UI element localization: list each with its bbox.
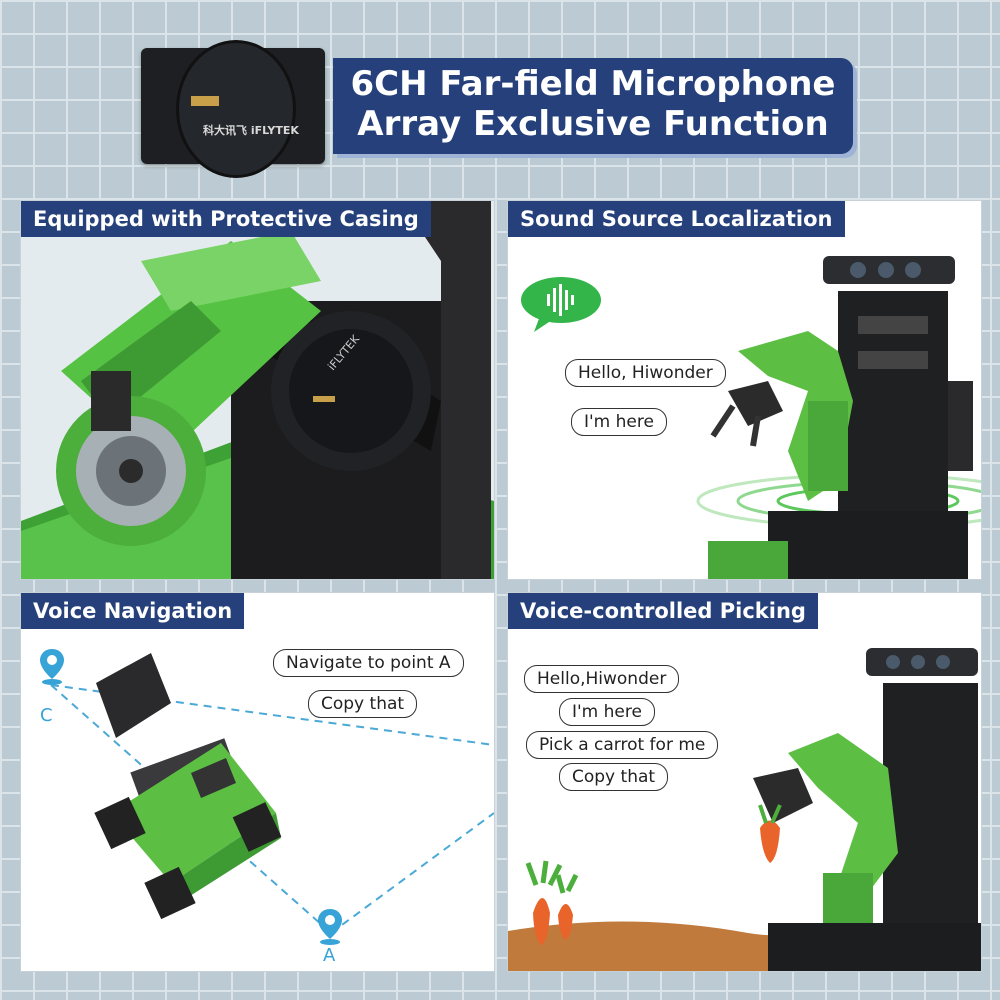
title-line-1: 6CH Far-field Microphone [350, 64, 836, 104]
panel-label-picking: Voice-controlled Picking [508, 593, 818, 629]
panel-voice-picking: Hello,Hiwonder I'm here Pick a carrot fo… [507, 592, 982, 972]
mic-brand-logo: 科大讯飞 iFLYTEK [203, 124, 299, 137]
point-c-label: C [40, 705, 53, 726]
robot-arm-closeup-image: iFLYTEK [21, 201, 494, 579]
point-a-label: A [323, 945, 336, 966]
speech-bubble-im-here: I'm here [571, 408, 667, 436]
navigation-scene-image [50, 653, 494, 934]
panel-label-navigation: Voice Navigation [21, 593, 245, 629]
microphone-array-image: 科大讯飞 iFLYTEK [141, 40, 325, 178]
header: 科大讯飞 iFLYTEK 6CH Far-field Microphone Ar… [141, 20, 857, 178]
sound-localization-scene-image [696, 256, 981, 579]
panel-voice-navigation: C A Navigate to point A Copy that Voice … [20, 592, 495, 972]
voice-chat-icon [520, 276, 602, 332]
panel-label-localization: Sound Source Localization [508, 201, 845, 237]
panel-sound-localization: Hello, Hiwonder I'm here Sound Source Lo… [507, 200, 982, 580]
location-pin-c-icon [38, 647, 66, 685]
speech-bubble-navigate: Navigate to point A [273, 649, 464, 677]
speech-bubble-pick-carrot: Pick a carrot for me [526, 731, 719, 759]
speech-bubble-copy-that: Copy that [559, 763, 669, 791]
location-pin-a-icon [316, 907, 344, 945]
speech-bubble-hello: Hello, Hiwonder [565, 359, 726, 387]
title-line-2: Array Exclusive Function [357, 104, 829, 144]
speech-bubble-hello: Hello,Hiwonder [524, 665, 680, 693]
picking-scene-image [508, 648, 981, 971]
panel-label-casing: Equipped with Protective Casing [21, 201, 431, 237]
speech-bubble-im-here: I'm here [559, 698, 655, 726]
speech-bubble-copy-that: Copy that [308, 690, 418, 718]
panel-protective-casing: iFLYTEK Equipped with Protective Casing [20, 200, 495, 580]
title-banner: 6CH Far-field Microphone Array Exclusive… [333, 58, 853, 154]
